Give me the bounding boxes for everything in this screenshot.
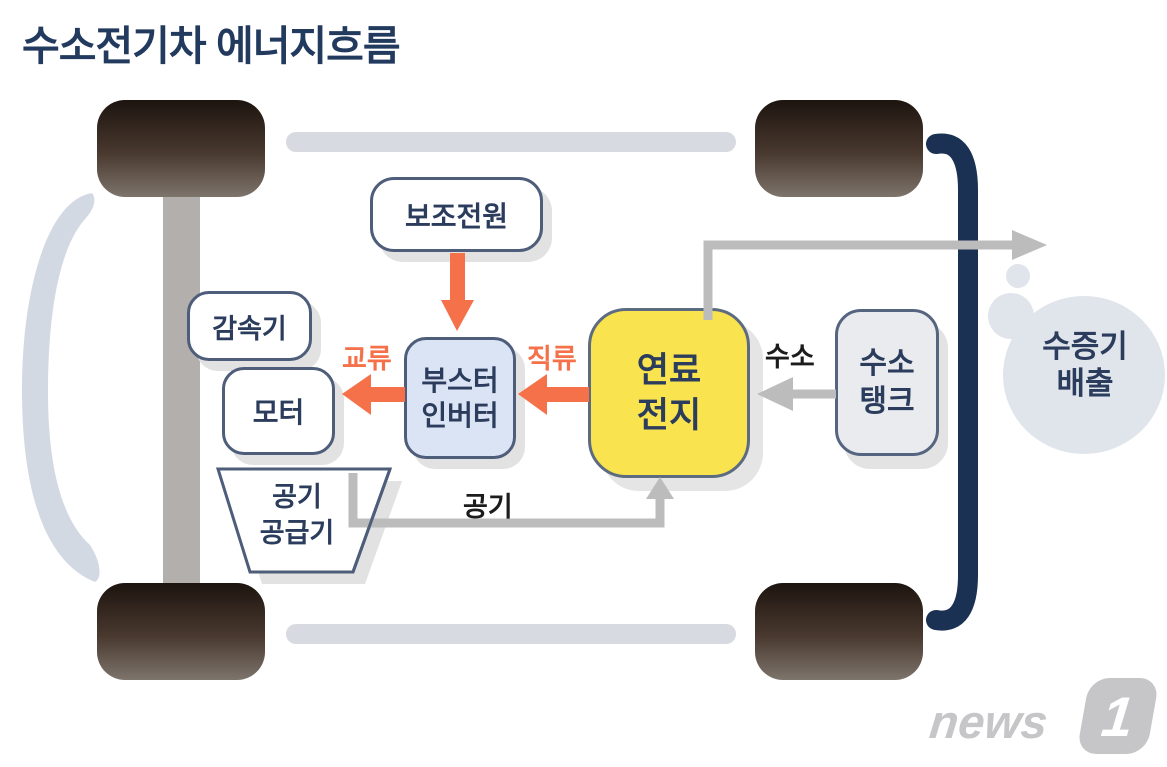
- vapor-cloud: [1003, 296, 1165, 454]
- aux-arrow-shaft: [450, 253, 465, 302]
- news1-logo-text: news: [927, 695, 1051, 748]
- rear-bracket: [926, 133, 978, 631]
- wheel-front-right: [755, 100, 923, 197]
- aux-arrow-head: [441, 300, 474, 331]
- dc-arrow-shaft: [545, 387, 589, 402]
- node-aux-power: 보조전원: [370, 177, 543, 252]
- vapor-bubble-small: [1006, 264, 1030, 288]
- driveshaft-bar: [163, 190, 200, 585]
- vapor-out-label: 수증기 배출: [1042, 329, 1128, 402]
- dc-flow-label: 직류: [527, 344, 577, 374]
- air-flow-label: 공기: [463, 492, 513, 522]
- hydrogen-flow-label: 수소: [765, 342, 815, 372]
- node-fuel-cell: 연료 전지: [588, 308, 750, 478]
- wheel-front-left: [97, 100, 265, 197]
- node-hydrogen-tank: 수소 탱크: [835, 309, 939, 456]
- node-air-supplier: 공기 공급기: [259, 482, 335, 549]
- node-reducer: 감속기: [187, 291, 312, 361]
- ac-arrow-head: [342, 374, 371, 415]
- wheel-rear-right: [755, 583, 923, 680]
- dc-arrow-head: [518, 374, 547, 415]
- news1-logo-badge: 1: [1076, 678, 1160, 754]
- news1-logo-badge-number: 1: [1099, 684, 1137, 748]
- ac-arrow-shaft: [369, 387, 405, 402]
- ac-flow-label: 교류: [342, 344, 392, 374]
- exhaust-arrowhead: [1012, 230, 1047, 260]
- front-fender-shape: [22, 193, 100, 582]
- node-booster-inverter: 부스터 인버터: [404, 337, 516, 459]
- page-title: 수소전기차 에너지흐름: [22, 23, 401, 69]
- air-pipe-arrowhead: [646, 477, 674, 499]
- node-motor: 모터: [222, 367, 335, 455]
- air-supplier-edge-redraw: [351, 468, 392, 573]
- front-axle-bar: [286, 132, 736, 152]
- wheel-rear-left: [97, 583, 265, 680]
- hydrogen-arrowhead: [757, 377, 793, 411]
- news1-logo: news 1: [927, 672, 1167, 767]
- rear-axle-bar: [286, 624, 736, 644]
